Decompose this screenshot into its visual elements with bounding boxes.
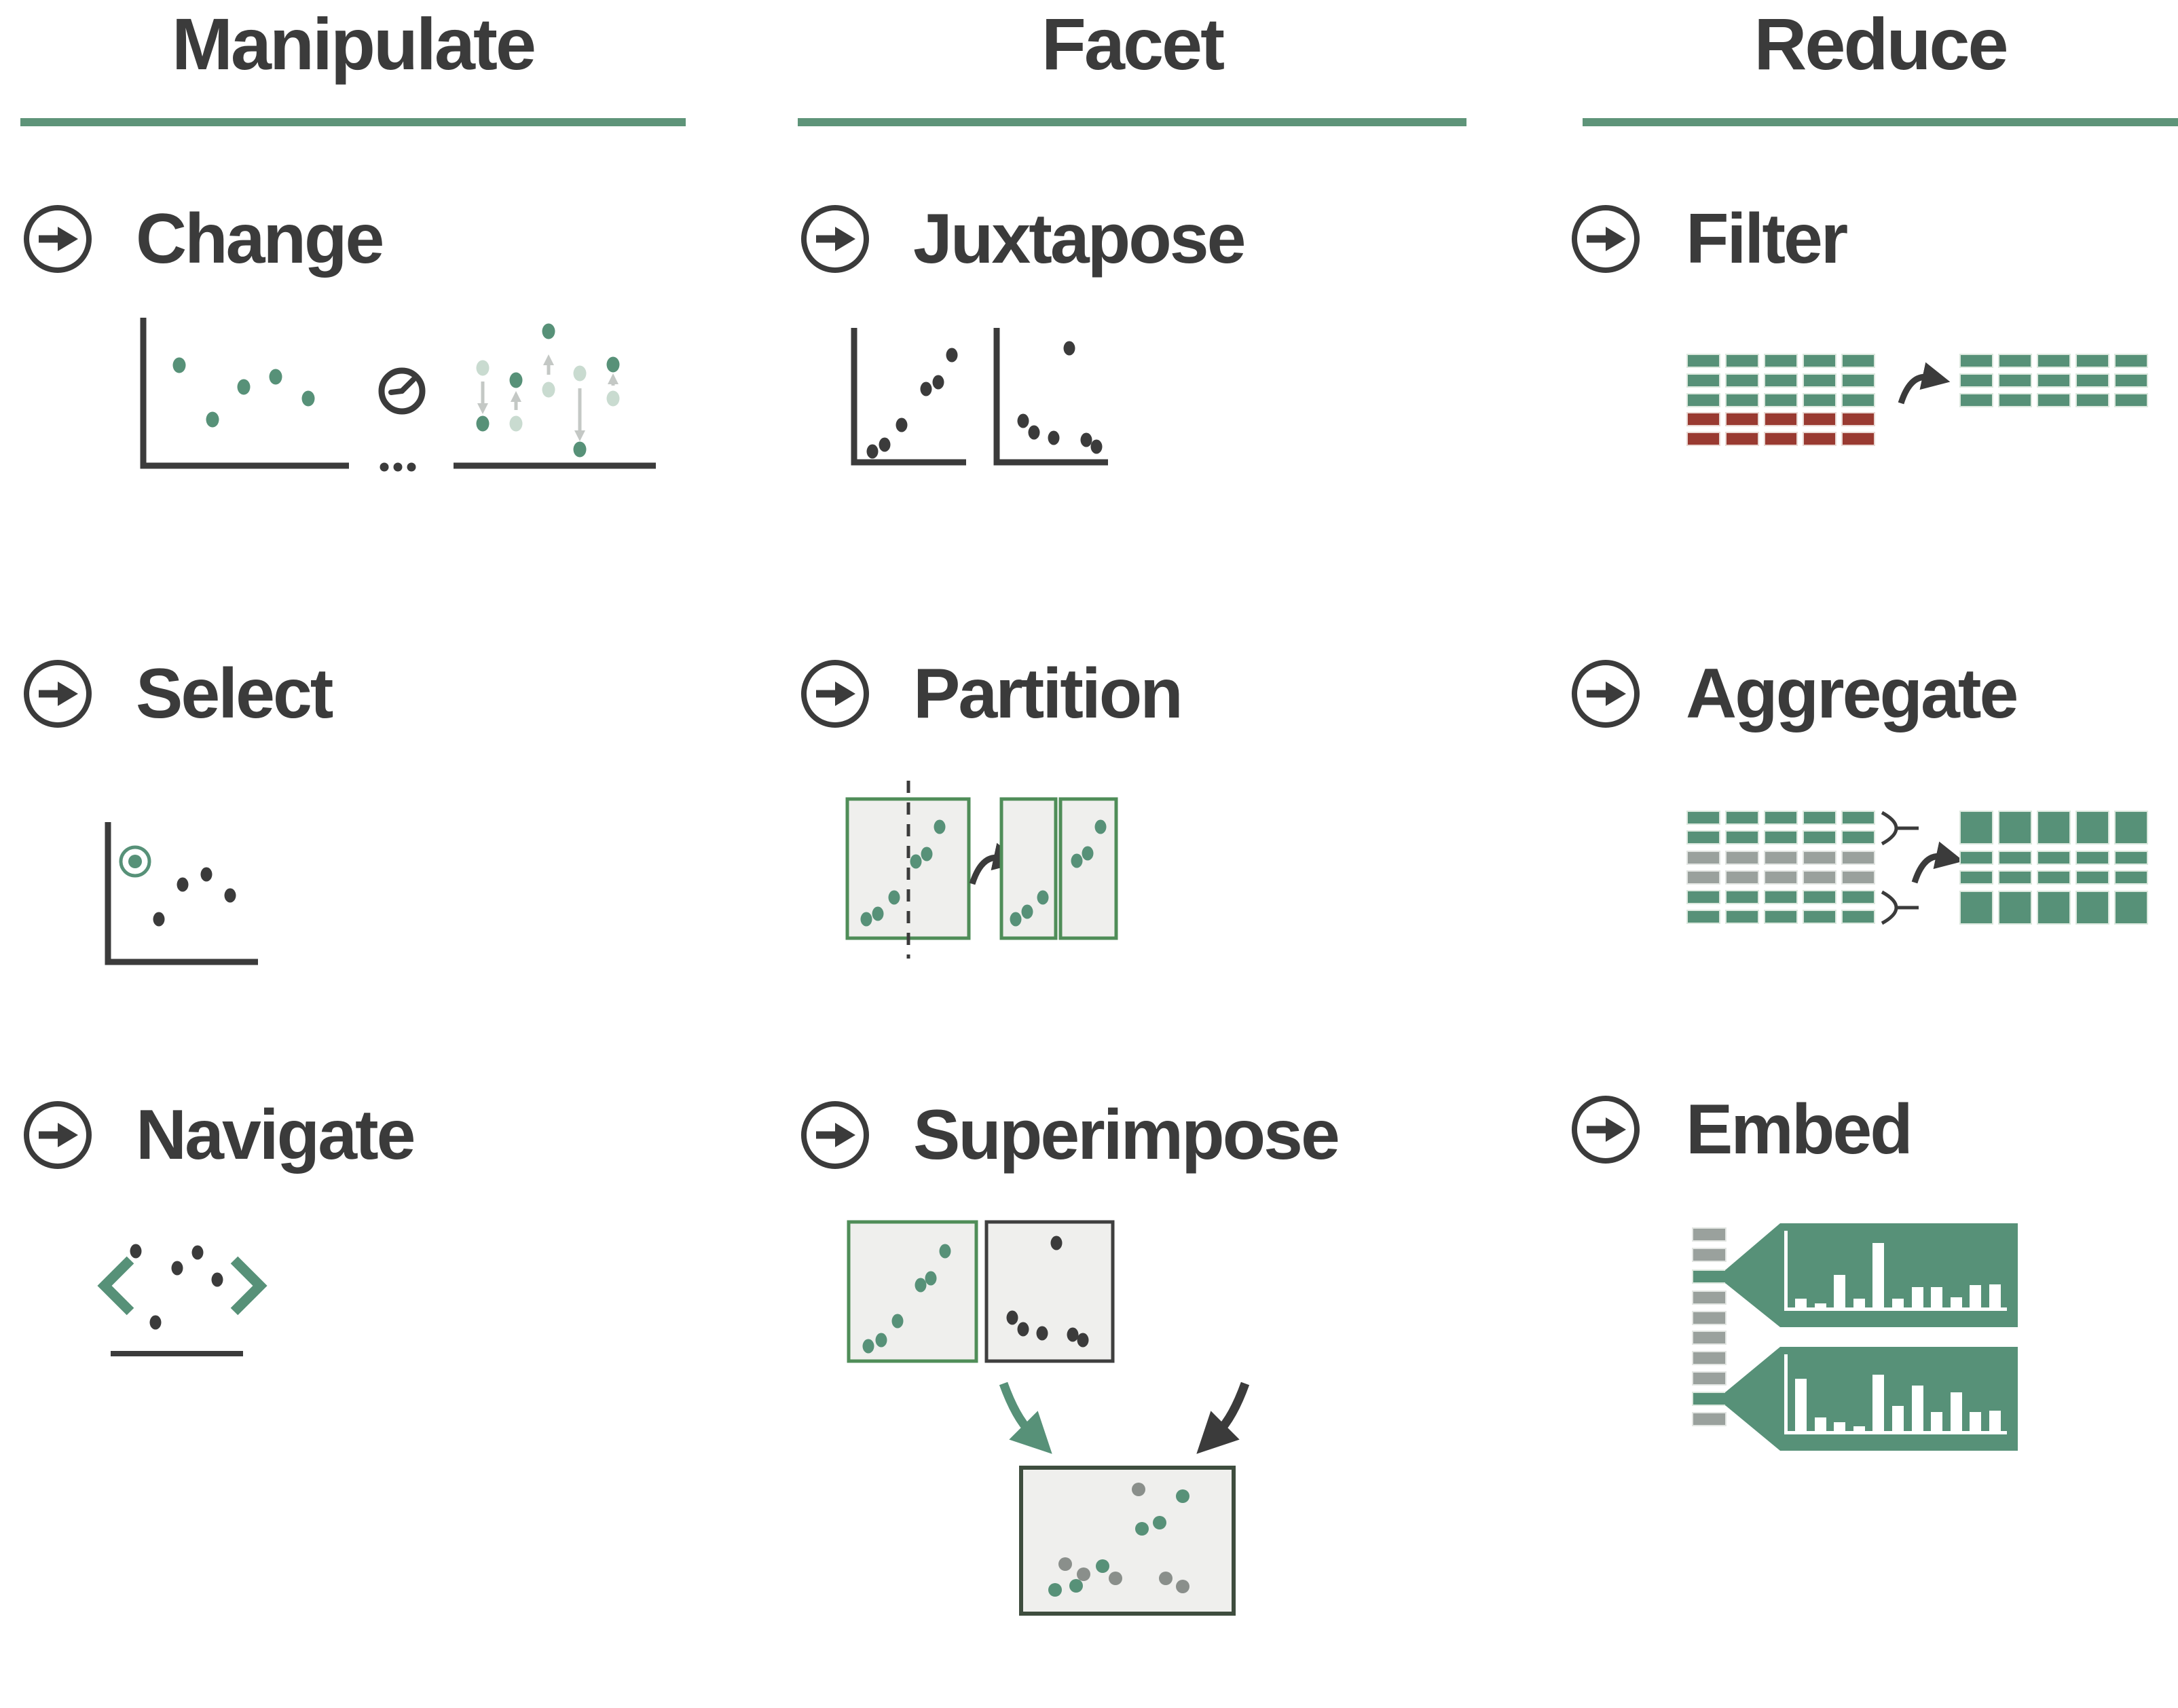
column-title-facet: Facet [1041,3,1225,85]
navigate-go-arrow-icon[interactable] [24,1101,92,1169]
filter-go-arrow-icon[interactable] [1572,205,1640,273]
arrow-icon [1898,362,1951,405]
superimpose-icon-graphic [847,1220,1250,1616]
aggregate-go-arrow-icon[interactable] [1572,660,1640,728]
juxtapose-left-plot-icon [851,328,966,466]
change-go-arrow-icon[interactable] [24,205,92,273]
partition-icon-graphic [845,781,1118,959]
column-title-reduce: Reduce [1754,3,2008,85]
arrow-icon [969,842,1022,885]
embed-mini-bar-chart-top [1784,1231,2007,1311]
callout-bottom [1725,1347,2018,1451]
change-before-plot-icon [140,318,349,469]
chevron-right-icon [230,1256,267,1316]
aggregate-icon-graphic [1686,811,2148,925]
select-plot-icon [105,822,258,965]
callout-top [1725,1223,2018,1327]
manipulate-underline [20,118,686,126]
navigate-icon-graphic [97,1244,267,1356]
item-label-navigate[interactable]: Navigate [136,1096,416,1174]
select-go-arrow-icon[interactable] [24,660,92,728]
filter-icon-graphic [1686,354,2148,446]
column-title-manipulate: Manipulate [171,3,536,85]
change-after-plot-icon [454,323,656,469]
brace-icon [1881,890,1898,925]
superimpose-go-arrow-icon[interactable] [801,1101,869,1169]
green-arrow-icon [999,1381,1052,1454]
embed-icon-graphic [1692,1223,2018,1451]
clock-icon [378,367,426,415]
item-label-select[interactable]: Select [136,654,333,733]
reduce-underline [1583,118,2178,126]
ellipsis-icon [380,462,416,472]
item-label-change[interactable]: Change [136,200,384,278]
embed-mini-bar-chart-bottom [1784,1354,2007,1434]
item-label-juxtapose[interactable]: Juxtapose [913,200,1246,278]
partition-go-arrow-icon[interactable] [801,660,869,728]
item-label-superimpose[interactable]: Superimpose [913,1096,1340,1174]
juxtapose-go-arrow-icon[interactable] [801,205,869,273]
facet-underline [798,118,1466,126]
chevron-left-icon [97,1256,134,1316]
arrow-icon [1911,841,1964,884]
item-label-filter[interactable]: Filter [1686,200,1848,278]
item-label-aggregate[interactable]: Aggregate [1686,654,2018,733]
item-label-embed[interactable]: Embed [1686,1090,1913,1169]
dark-arrow-icon [1196,1381,1250,1454]
embed-go-arrow-icon[interactable] [1572,1096,1640,1164]
item-label-partition[interactable]: Partition [913,654,1183,733]
brace-icon [1881,811,1898,846]
juxtapose-right-plot-icon [993,328,1108,466]
